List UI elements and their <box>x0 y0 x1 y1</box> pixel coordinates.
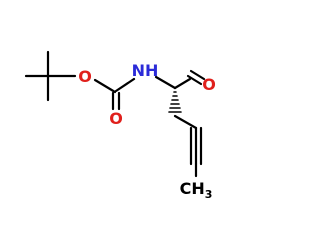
hashed-wedge-bond <box>168 91 182 113</box>
atom-nh: NH <box>132 61 159 80</box>
bond-nh-chiral <box>154 75 177 90</box>
bond-chiral-cho <box>173 77 192 90</box>
bond-carbonyl-nh <box>114 77 136 93</box>
atom-o-aldehyde: O <box>202 75 216 94</box>
atom-o-carbonyl: O <box>109 109 123 128</box>
structure-canvas: O NH O O CH3 <box>24 50 216 201</box>
atom-ch3: CH3 <box>180 179 213 201</box>
bond-aldehyde-double-2 <box>189 69 206 81</box>
bond-ch2-alkyne <box>173 114 198 130</box>
bond-o-carbonyl-c <box>93 78 117 94</box>
atom-o-ester: O <box>78 67 92 86</box>
bond-aldehyde-double-1 <box>186 74 203 86</box>
